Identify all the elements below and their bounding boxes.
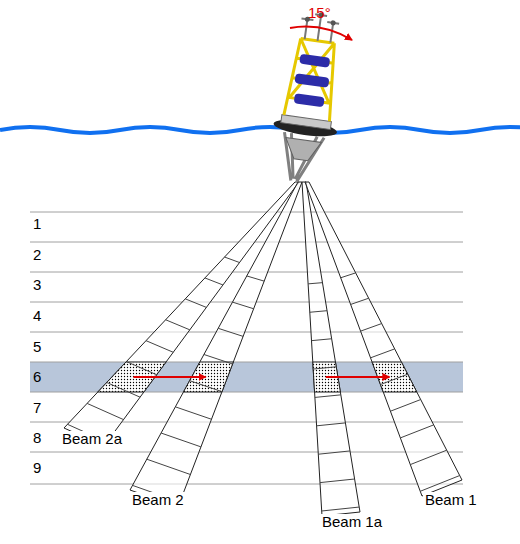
angle-label: 15°: [308, 5, 331, 22]
bin-tick: [341, 273, 356, 278]
shift-arrows: [133, 377, 389, 378]
bin-tick: [161, 433, 201, 447]
bin-number: 7: [33, 400, 41, 417]
bin-tick: [87, 403, 123, 419]
bin-line: [30, 272, 463, 273]
bin-tick: [410, 450, 446, 464]
bin-tick: [166, 320, 190, 330]
beams: [64, 182, 462, 516]
bin-tick: [380, 374, 407, 384]
bin-number: 4: [33, 308, 41, 325]
bin-tick: [308, 283, 322, 284]
bin-tick: [175, 407, 211, 419]
bin-tick: [190, 381, 222, 392]
bin-tick: [247, 276, 264, 281]
bin-number: 2: [33, 247, 41, 264]
bin-line: [30, 212, 463, 213]
shift-arrow: [133, 376, 205, 378]
bin-number: 5: [33, 339, 41, 356]
bin-tick: [351, 298, 369, 304]
bin-tick: [146, 341, 173, 353]
shift-arrow: [326, 376, 390, 378]
bin-line: [30, 484, 463, 485]
bin-tick: [218, 328, 243, 336]
bin-tick: [317, 423, 346, 426]
bin-tick: [147, 459, 191, 474]
bin-number: 3: [33, 277, 41, 294]
bin-tick: [400, 425, 433, 438]
bin-tick: [371, 349, 395, 358]
bin-tick: [313, 367, 336, 369]
bin-tick: [204, 354, 233, 364]
bin-tick: [320, 479, 355, 483]
bin-tick: [315, 395, 341, 398]
bin-tick: [310, 311, 327, 313]
bin-number: 1: [33, 216, 41, 233]
bin-tick: [107, 382, 140, 397]
bin-tick: [185, 299, 206, 308]
water-surface: [0, 127, 520, 133]
bin-tick: [322, 507, 359, 511]
bin-line: [30, 332, 463, 333]
buoy: [266, 8, 353, 186]
bin-number: 8: [33, 430, 41, 447]
bin-line: [30, 452, 463, 453]
highlight-band: [30, 362, 463, 392]
bin-tick: [232, 302, 253, 309]
bin-tick: [420, 476, 459, 492]
beam-label: Beam 1: [423, 492, 479, 509]
beam-label: Beam 2: [130, 492, 186, 509]
bin-number: 9: [33, 460, 41, 477]
bin-tick: [390, 400, 420, 412]
bin-tick: [312, 339, 332, 341]
tilt-arrow: [290, 27, 352, 41]
bin-tick: [318, 451, 350, 454]
bin-tick: [126, 362, 156, 375]
beam-label: Beam 2a: [60, 431, 124, 448]
beam-outline: [130, 182, 302, 507]
bin-tick: [205, 278, 223, 285]
bin-tick: [225, 257, 240, 262]
bin-number: 6: [33, 369, 41, 386]
beam-outline: [305, 182, 462, 496]
beam-label: Beam 1a: [320, 514, 384, 531]
bin-tick: [361, 324, 382, 332]
